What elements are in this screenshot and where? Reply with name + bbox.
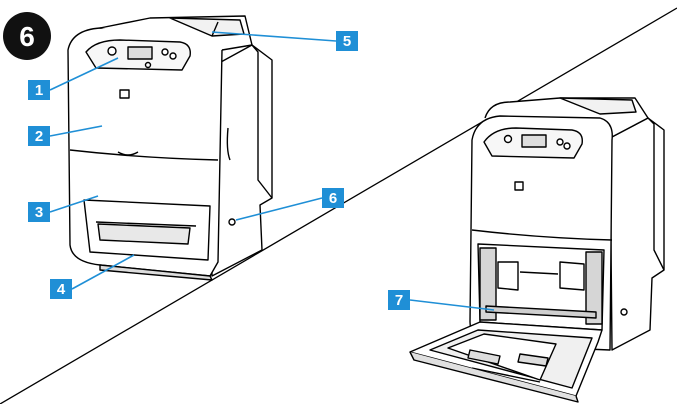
step-badge: 6 [3,12,51,60]
leader-4 [71,254,135,290]
callout-label-2: 2 [35,128,43,145]
callout-label-3: 3 [35,204,43,221]
callout-label-1: 1 [35,82,43,99]
callout-2: 2 [28,126,50,146]
leader-7 [409,299,495,311]
callout-label-5: 5 [343,33,351,50]
leader-1 [49,57,119,91]
callout-3: 3 [28,202,50,222]
leader-6 [235,197,323,221]
printer-closed [67,15,273,281]
callout-label-7: 7 [395,292,403,309]
printer-open [409,97,665,403]
leader-lines [49,31,495,311]
callout-6: 6 [322,188,344,208]
callout-5: 5 [336,31,358,51]
leader-5 [211,31,337,42]
step-number: 6 [19,21,35,52]
leader-2 [49,125,103,137]
callout-label-4: 4 [57,281,66,298]
callout-7: 7 [388,290,410,310]
callout-1: 1 [28,80,50,100]
leader-3 [49,195,99,213]
callout-4: 4 [50,279,72,299]
callout-label-6: 6 [329,190,337,207]
